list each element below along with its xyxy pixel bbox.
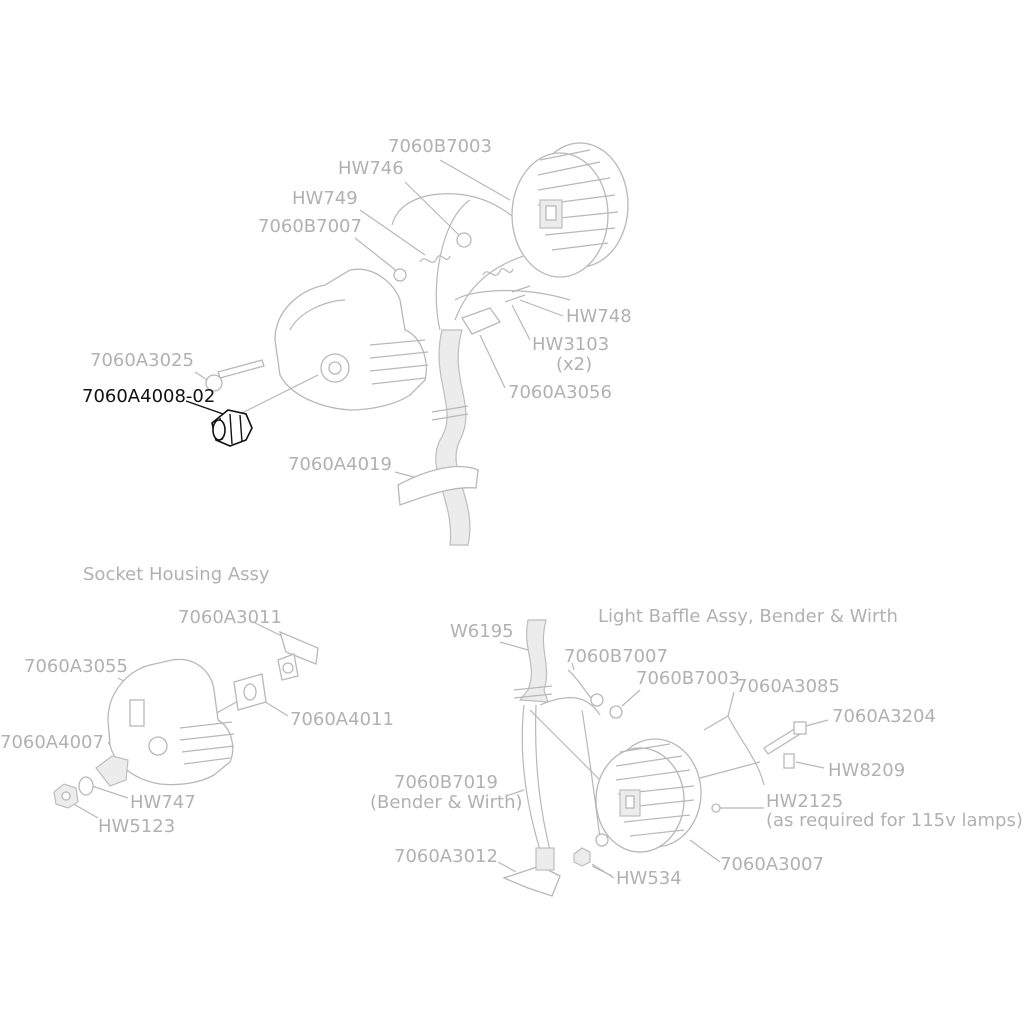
label-hw748: HW748 [566,306,632,327]
label-hw3103-qty: (x2) [556,354,592,375]
label-7060A3204: 7060A3204 [832,706,936,727]
label-7060B7007: 7060B7007 [258,216,362,237]
label-hw5123: HW5123 [98,816,175,837]
label-hw2125-note: (as required for 115v lamps) [766,810,1023,831]
label-hw746: HW746 [338,158,404,179]
top-assembly: 7060B7003 HW746 HW749 7060B7007 HW748 HW… [82,136,632,546]
label-7060A4019: 7060A4019 [288,454,392,475]
light-baffle-assy: Light Baffle Assy, Bender & Wirth [370,606,1023,897]
section-title-light-baffle: Light Baffle Assy, Bender & Wirth [598,606,898,627]
label-7060B7003: 7060B7003 [636,668,740,689]
label-hw749: HW749 [292,188,358,209]
label-hw8209: HW8209 [828,760,905,781]
label-7060A3055: 7060A3055 [24,656,128,677]
label-hw747: HW747 [130,792,196,813]
section-title-socket-housing: Socket Housing Assy [83,564,270,585]
label-7060B7003: 7060B7003 [388,136,492,157]
label-7060A3012: 7060A3012 [394,846,498,867]
label-7060A4008-02: 7060A4008-02 [82,386,215,407]
label-7060A3025: 7060A3025 [90,350,194,371]
label-hw3103: HW3103 [532,334,609,355]
lamp-baffle-top [511,142,629,278]
label-7060A3085: 7060A3085 [736,676,840,697]
socket-housing-assy: Socket Housing Assy 7060A3011 7060A3055 … [0,564,394,837]
label-7060A4011: 7060A4011 [290,709,394,730]
label-7060A3007: 7060A3007 [720,854,824,875]
label-7060A3056: 7060A3056 [508,382,612,403]
label-7060B7019-note: (Bender & Wirth) [370,792,523,813]
lamp-baffle-bottom [595,738,702,853]
highlighted-knob-7060A4008 [185,400,253,447]
label-hw2125: HW2125 [766,791,843,812]
label-w6195: W6195 [450,621,514,642]
label-7060A4007: 7060A4007 [0,732,104,753]
label-7060A3011: 7060A3011 [178,607,282,628]
label-7060B7019: 7060B7019 [394,772,498,793]
label-hw534: HW534 [616,868,682,889]
label-7060B7007: 7060B7007 [564,646,668,667]
